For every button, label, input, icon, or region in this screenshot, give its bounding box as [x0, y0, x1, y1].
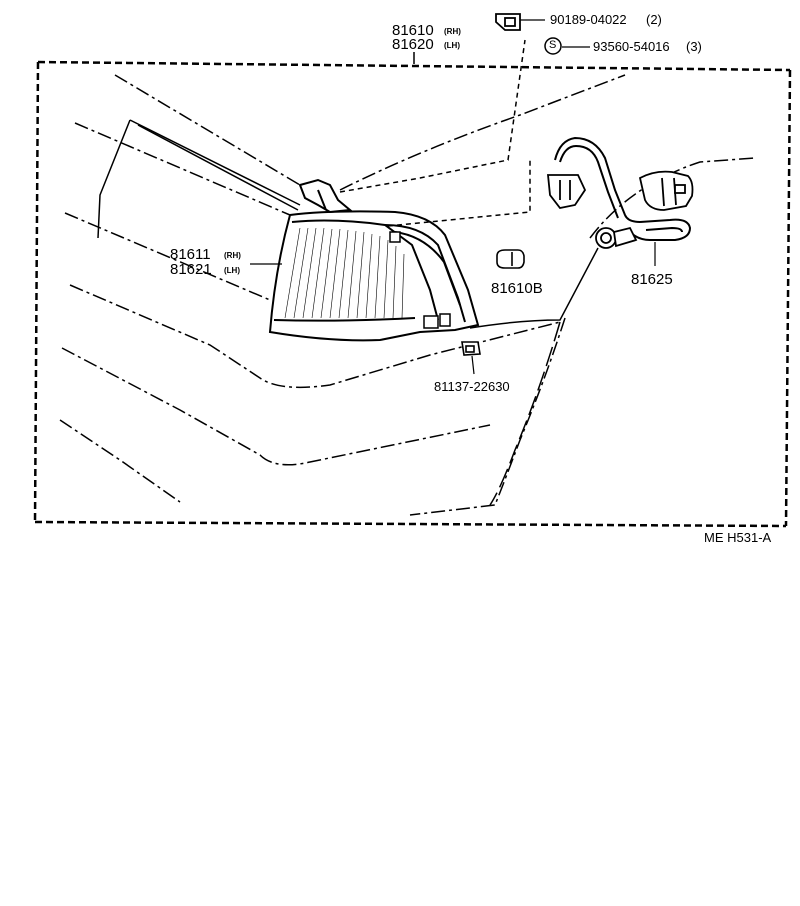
diagram-code: ME H531-A: [704, 530, 772, 545]
lens-dashed-leader: [387, 160, 531, 227]
body-contour-lines: [59, 74, 756, 516]
connector-icon: [547, 174, 587, 209]
lamp-assy-rh-side: (RH): [444, 27, 461, 36]
nut-part-number: 81137-22630: [434, 379, 510, 394]
nut-leader: [471, 355, 475, 375]
lamp-assy-lh-number: 81620: [392, 36, 434, 53]
lamp-assy-lh-side: (LH): [444, 41, 460, 50]
lens-rh-side: (RH): [224, 251, 241, 260]
lens-lh-side: (LH): [224, 266, 240, 275]
bulb-part-number: 81610B: [491, 280, 543, 297]
lower-edge-line: [489, 321, 561, 506]
socket-wire-harness: [554, 136, 692, 241]
screw-part-number: 93560-54016: [593, 39, 670, 54]
screw-quantity: (3): [686, 39, 702, 54]
mounting-bracket: [298, 178, 353, 214]
lens-rh-number: 81611: [170, 246, 211, 263]
assembly-frame: [33, 60, 792, 528]
clip-dashed-leader: [339, 39, 526, 193]
plug-icon: [638, 170, 694, 211]
lens-texture: [284, 227, 405, 319]
body-edge-line: [469, 247, 599, 329]
clip-icon: [495, 13, 521, 31]
bulb-icon: [496, 249, 525, 269]
socket-wire-part-number: 81625: [631, 271, 673, 288]
clip-part-number: 90189-04022: [550, 12, 627, 27]
socket-icon: [595, 226, 638, 249]
screw-circle-icon: [544, 37, 562, 55]
clip-quantity: (2): [646, 12, 662, 27]
lens-lh-number: 81621: [170, 261, 212, 278]
nut-icon: [461, 341, 481, 356]
adjacent-lamp-ghost: [97, 119, 301, 239]
lamp-assy-rh-number: 81610: [392, 22, 434, 39]
screw-symbol: S: [549, 39, 557, 51]
rear-tabs: [389, 231, 451, 329]
